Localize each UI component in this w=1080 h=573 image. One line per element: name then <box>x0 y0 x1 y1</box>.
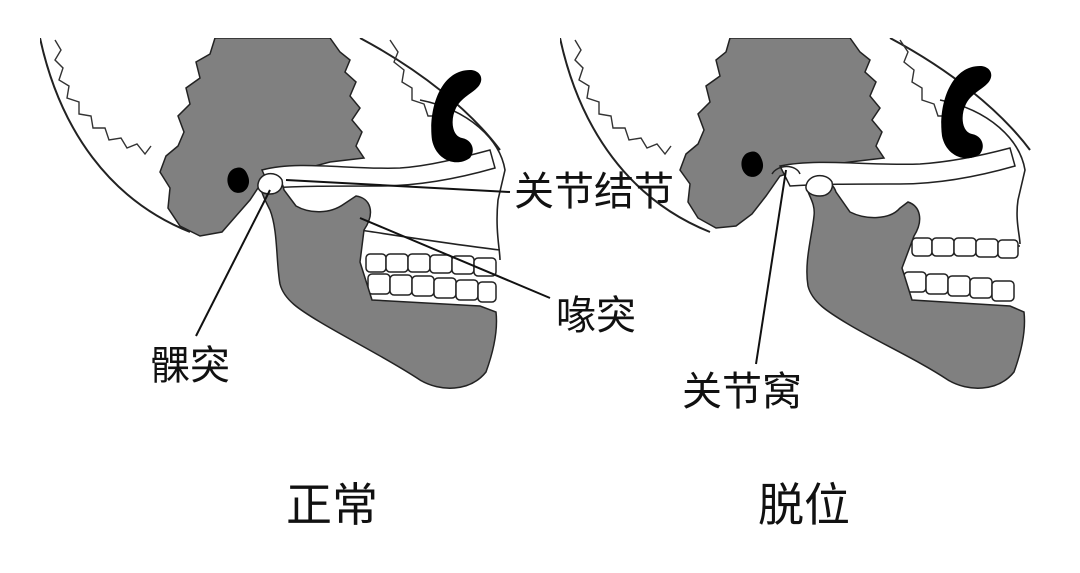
caption-dislocated: 脱位 <box>758 478 850 532</box>
leader-articular-fossa <box>755 169 787 365</box>
skull-dislocated <box>560 38 1031 389</box>
orbit-dislocated <box>941 66 992 159</box>
ear-canal-normal <box>227 167 250 193</box>
maxilla-outline-normal <box>359 99 506 261</box>
lower-teeth-dislocated <box>903 271 1015 302</box>
label-articular-fossa: 关节窝 <box>682 369 802 415</box>
ear-canal-dislocated <box>741 151 764 177</box>
leader-condylar-process <box>195 189 271 337</box>
leader-articular-tubercle <box>285 179 511 193</box>
zygomatic-arch-dislocated <box>778 147 1016 187</box>
skull-normal <box>40 38 506 389</box>
upper-teeth-normal <box>365 253 497 277</box>
condyle-head-dislocated <box>805 174 834 197</box>
label-articular-tubercle: 关节结节 <box>514 169 674 215</box>
leader-coronoid-process <box>359 217 551 299</box>
condyle-head-normal <box>257 172 284 195</box>
label-condylar-process: 髁突 <box>150 343 230 389</box>
lower-teeth-normal <box>367 273 497 303</box>
mandible-normal <box>259 174 498 389</box>
temporal-bone-dislocated <box>679 38 886 229</box>
suture-line-2-normal <box>389 39 445 127</box>
zygomatic-arch-normal <box>260 149 496 189</box>
label-coronoid-process: 喙突 <box>556 293 636 339</box>
mandible-dislocated <box>806 179 1026 389</box>
upper-teeth-dislocated <box>911 237 1019 259</box>
suture-line-normal <box>54 39 152 156</box>
caption-normal: 正常 <box>286 478 378 532</box>
suture-line-dislocated <box>574 39 672 156</box>
orbit-normal <box>431 70 482 163</box>
suture-line-2-dislocated <box>899 39 955 127</box>
articular-fossa-shape <box>771 165 801 175</box>
temporal-bone-normal <box>159 38 366 237</box>
